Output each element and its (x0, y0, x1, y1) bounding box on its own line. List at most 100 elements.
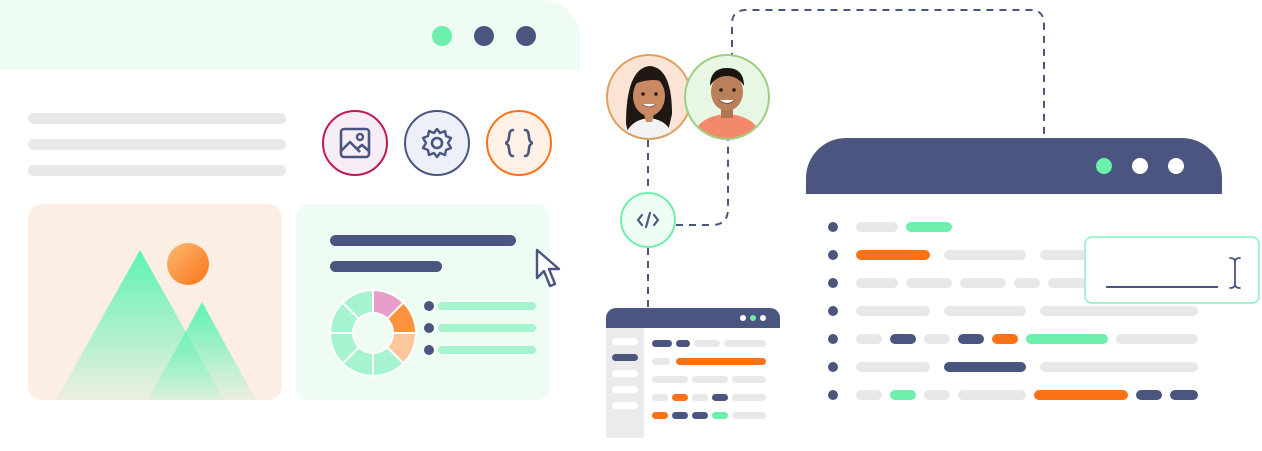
row-bullet (828, 306, 838, 316)
image-placeholder-card (28, 204, 282, 400)
right-dot-white[interactable] (1132, 158, 1148, 174)
donut-segment (341, 288, 374, 321)
cell (724, 340, 766, 347)
input-underline (1106, 286, 1218, 288)
cell (652, 376, 688, 383)
cell (906, 278, 952, 288)
right-window (806, 138, 1222, 428)
cell (944, 250, 1026, 260)
legend-bar (438, 346, 536, 354)
cell (856, 222, 898, 232)
donut-chart (328, 288, 418, 378)
small-dot-white[interactable] (760, 315, 766, 321)
cell (1116, 334, 1198, 344)
code-icon (636, 211, 660, 229)
cell (890, 334, 916, 344)
cell (924, 390, 950, 400)
sidebar-item[interactable] (612, 386, 638, 393)
cell (1034, 390, 1128, 400)
cell (692, 412, 708, 419)
cell (676, 340, 690, 347)
sidebar-item[interactable] (612, 402, 638, 409)
braces-icon (504, 128, 534, 158)
small-window-sidebar (606, 328, 644, 438)
text-line-placeholder (28, 165, 286, 176)
cell (856, 278, 898, 288)
code-connector-node[interactable] (620, 192, 676, 248)
cell (652, 412, 668, 419)
row-bullet (828, 334, 838, 344)
legend-bar (438, 302, 536, 310)
image-icon (339, 127, 371, 159)
cell (906, 222, 952, 232)
cell (732, 394, 766, 401)
cell (676, 358, 766, 365)
row-bullet (828, 362, 838, 372)
code-braces-button[interactable] (486, 110, 552, 176)
legend-bullet (424, 345, 434, 355)
small-window (606, 308, 780, 438)
cell (652, 340, 672, 347)
cell (992, 334, 1018, 344)
cell (732, 412, 766, 419)
cell (672, 412, 688, 419)
right-dot-white[interactable] (1168, 158, 1184, 174)
sidebar-item[interactable] (612, 338, 638, 345)
cell (1040, 306, 1198, 316)
row-bullet (828, 222, 838, 232)
text-cursor-icon (1229, 257, 1241, 289)
cell (732, 376, 766, 383)
legend-bar (438, 324, 536, 332)
sidebar-item-active[interactable] (612, 354, 638, 361)
legend-bullet (424, 323, 434, 333)
overlay-input-field[interactable] (1084, 236, 1260, 304)
cell (1136, 390, 1162, 400)
cell (958, 390, 1026, 400)
cell (694, 340, 720, 347)
row-bullet (828, 390, 838, 400)
left-window (0, 0, 580, 451)
cell (672, 394, 688, 401)
cell (1170, 390, 1198, 400)
cell (712, 412, 728, 419)
mouse-pointer-icon (535, 248, 561, 288)
cell (856, 250, 930, 260)
right-window-title-bar (806, 138, 1222, 194)
mountain-illustration (56, 243, 256, 400)
cell (924, 334, 950, 344)
chart-subtitle-placeholder (330, 261, 442, 272)
avatar-man[interactable] (684, 54, 770, 140)
cell (652, 394, 668, 401)
legend-bullet (424, 301, 434, 311)
chart-title-placeholder (330, 235, 516, 246)
small-dot-white[interactable] (740, 315, 746, 321)
cell (1014, 278, 1040, 288)
avatar-woman[interactable] (606, 54, 692, 140)
small-dot-green[interactable] (750, 315, 756, 321)
cell (944, 362, 1026, 372)
cell (1048, 278, 1088, 288)
cell (712, 394, 728, 401)
small-window-title-bar (606, 308, 780, 328)
cell (1040, 362, 1198, 372)
cell (856, 306, 930, 316)
settings-button[interactable] (404, 110, 470, 176)
cell (1026, 334, 1108, 344)
cell (856, 362, 930, 372)
row-bullet (828, 250, 838, 260)
cell (890, 390, 916, 400)
title-dot-navy-2[interactable] (516, 26, 536, 46)
right-dot-green[interactable] (1096, 158, 1112, 174)
cell (958, 334, 984, 344)
cell (856, 390, 882, 400)
image-button[interactable] (322, 110, 388, 176)
row-bullet (828, 278, 838, 288)
man-avatar (692, 68, 762, 138)
title-dot-green[interactable] (432, 26, 452, 46)
cell (652, 358, 670, 365)
sidebar-item[interactable] (612, 370, 638, 377)
title-dot-navy-1[interactable] (474, 26, 494, 46)
text-line-placeholder (28, 139, 286, 150)
cell (944, 306, 1026, 316)
